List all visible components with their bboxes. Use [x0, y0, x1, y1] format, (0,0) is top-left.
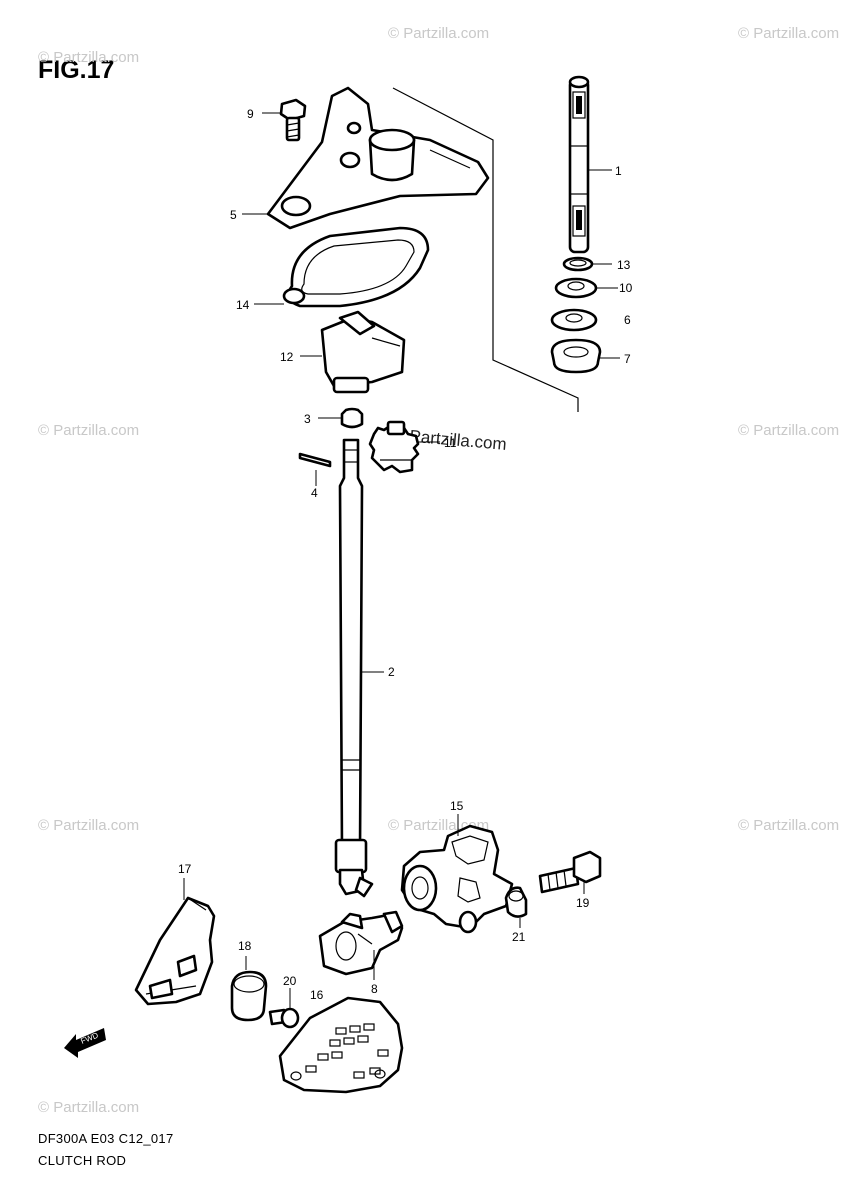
part-1-shaft: [568, 75, 612, 254]
part-17-cover: [134, 878, 216, 1006]
part-8-clevis: [318, 910, 404, 980]
watermark: © Partzilla.com: [738, 422, 839, 439]
watermark: © Partzilla.com: [388, 25, 489, 42]
callout-20: 20: [283, 974, 297, 988]
watermark: © Partzilla.com: [738, 817, 839, 834]
callout-18: 18: [238, 939, 252, 953]
part-19-bolt: [538, 850, 602, 894]
part-21-sleeve: [504, 886, 528, 928]
part-7-oil-seal: [550, 338, 620, 374]
watermark: © Partzilla.com: [38, 1099, 139, 1116]
watermark: © Partzilla.com: [38, 817, 139, 834]
callout-13: 13: [617, 258, 631, 272]
callout-5: 5: [230, 208, 237, 222]
callout-12: 12: [280, 350, 294, 364]
part-18-bushing: [230, 956, 268, 1022]
callout-8: 8: [371, 982, 378, 996]
part-14-gasket: [254, 226, 430, 308]
callout-1: 1: [615, 164, 622, 178]
assembly-bracket: [392, 87, 579, 412]
part-6-washer: [550, 308, 598, 332]
figure-title: FIG.17: [38, 56, 115, 84]
callout-2: 2: [388, 665, 395, 679]
callout-6: 6: [624, 313, 631, 327]
part-20-screw: [268, 988, 300, 1029]
part-16-cover-plate: [278, 996, 404, 1094]
part-10-washer: [554, 277, 618, 299]
callout-3: 3: [304, 412, 311, 426]
part-4-pin: [298, 452, 332, 486]
figure-name: CLUTCH ROD: [38, 1153, 127, 1168]
callout-21: 21: [512, 930, 526, 944]
callout-labels: 1 2 3 4 5 6 7 8 9 10 11 12 13 14 15 16 1…: [178, 107, 633, 1002]
watermark: © Partzilla.com: [38, 49, 139, 66]
part-11-gear: [368, 420, 440, 474]
part-9-bolt: [262, 98, 307, 142]
part-13-ring: [562, 256, 612, 272]
part-15-shift-lever: [400, 814, 514, 934]
callout-14: 14: [236, 298, 250, 312]
callout-9: 9: [247, 107, 254, 121]
callout-19: 19: [576, 896, 590, 910]
part-12-guide-block: [300, 310, 406, 394]
callout-4: 4: [311, 486, 318, 500]
callout-17: 17: [178, 862, 192, 876]
figure-code: DF300A E03 C12_017: [38, 1131, 174, 1146]
watermark: © Partzilla.com: [38, 422, 139, 439]
forward-arrow-icon: FWD: [64, 1028, 106, 1058]
watermark: © Partzilla.com: [738, 25, 839, 42]
callout-15: 15: [450, 799, 464, 813]
part-2-clutch-rod: [334, 438, 384, 898]
part-5-bracket-housing: [242, 86, 490, 230]
callout-16: 16: [310, 988, 324, 1002]
part-3-collar: [318, 407, 364, 429]
callout-11: 11: [444, 436, 457, 450]
callout-10: 10: [619, 281, 633, 295]
callout-7: 7: [624, 352, 631, 366]
